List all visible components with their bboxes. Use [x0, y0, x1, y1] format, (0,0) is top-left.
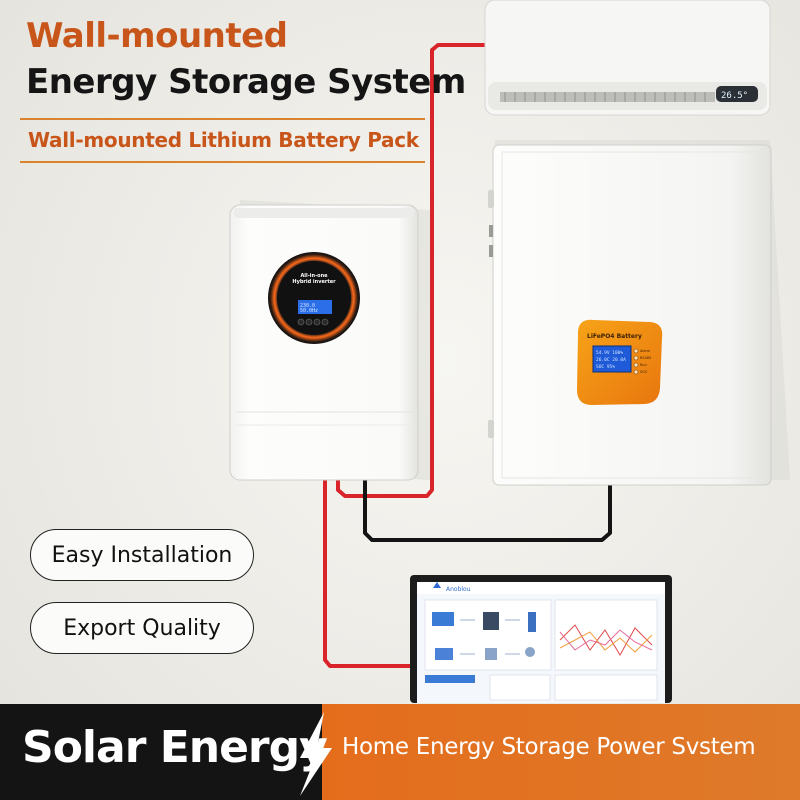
- footer-right-band: [322, 704, 800, 800]
- inverter-name-line-2: Hybrid inverter: [292, 279, 336, 285]
- svg-text:54.9V 100%: 54.9V 100%: [596, 350, 623, 356]
- svg-text:Alarm: Alarm: [640, 349, 651, 353]
- footer-solar-energy: Solar Energy: [22, 722, 328, 773]
- feature-label: Export Quality: [63, 615, 221, 641]
- feature-label: Easy Installation: [51, 542, 233, 568]
- inverter-name-line-1: All-in-one: [300, 273, 328, 279]
- subtitle: Wall-mounted Lithium Battery Pack: [28, 128, 419, 152]
- svg-text:26.0C 20.0A: 26.0C 20.0A: [596, 357, 626, 363]
- subtitle-bottom-rule: [20, 161, 425, 163]
- footer-tagline: Home Energy Storage Power Svstem: [342, 734, 756, 760]
- footer-left-band: [0, 704, 330, 800]
- svg-text:SOC 95%: SOC 95%: [596, 364, 615, 370]
- laptop: Anoblou: [410, 575, 672, 703]
- battery-cabinet: 54.9V 100% 26.0C 20.0A SOC 95% AlarmRS48…: [488, 144, 772, 486]
- svg-text:RS485: RS485: [640, 356, 651, 360]
- indoor-ac-unit: 26.5°: [484, 0, 771, 116]
- title-line-1: Wall-mounted: [26, 16, 288, 56]
- svg-text:230.0: 230.0: [300, 303, 315, 309]
- hybrid-inverter: 230.050.0Hz: [229, 204, 419, 481]
- feature-badge-export-quality: Export Quality: [30, 602, 254, 654]
- svg-text:Run: Run: [640, 363, 647, 367]
- svg-text:50.0Hz: 50.0Hz: [300, 308, 318, 314]
- svg-text:Anoblou: Anoblou: [446, 586, 471, 593]
- subtitle-top-rule: [20, 118, 425, 120]
- svg-text:SOC: SOC: [640, 370, 648, 374]
- battery-label: LiFePO4 Battery: [587, 333, 642, 340]
- red-cable: [323, 43, 498, 668]
- lightning-bolt-icon: [300, 712, 332, 796]
- inverter-label: All-in-one Hybrid inverter: [291, 273, 337, 285]
- black-cable: [363, 478, 612, 542]
- svg-text:26.5°: 26.5°: [721, 91, 748, 101]
- feature-badge-easy-installation: Easy Installation: [30, 529, 254, 581]
- title-line-2: Energy Storage System: [26, 62, 466, 102]
